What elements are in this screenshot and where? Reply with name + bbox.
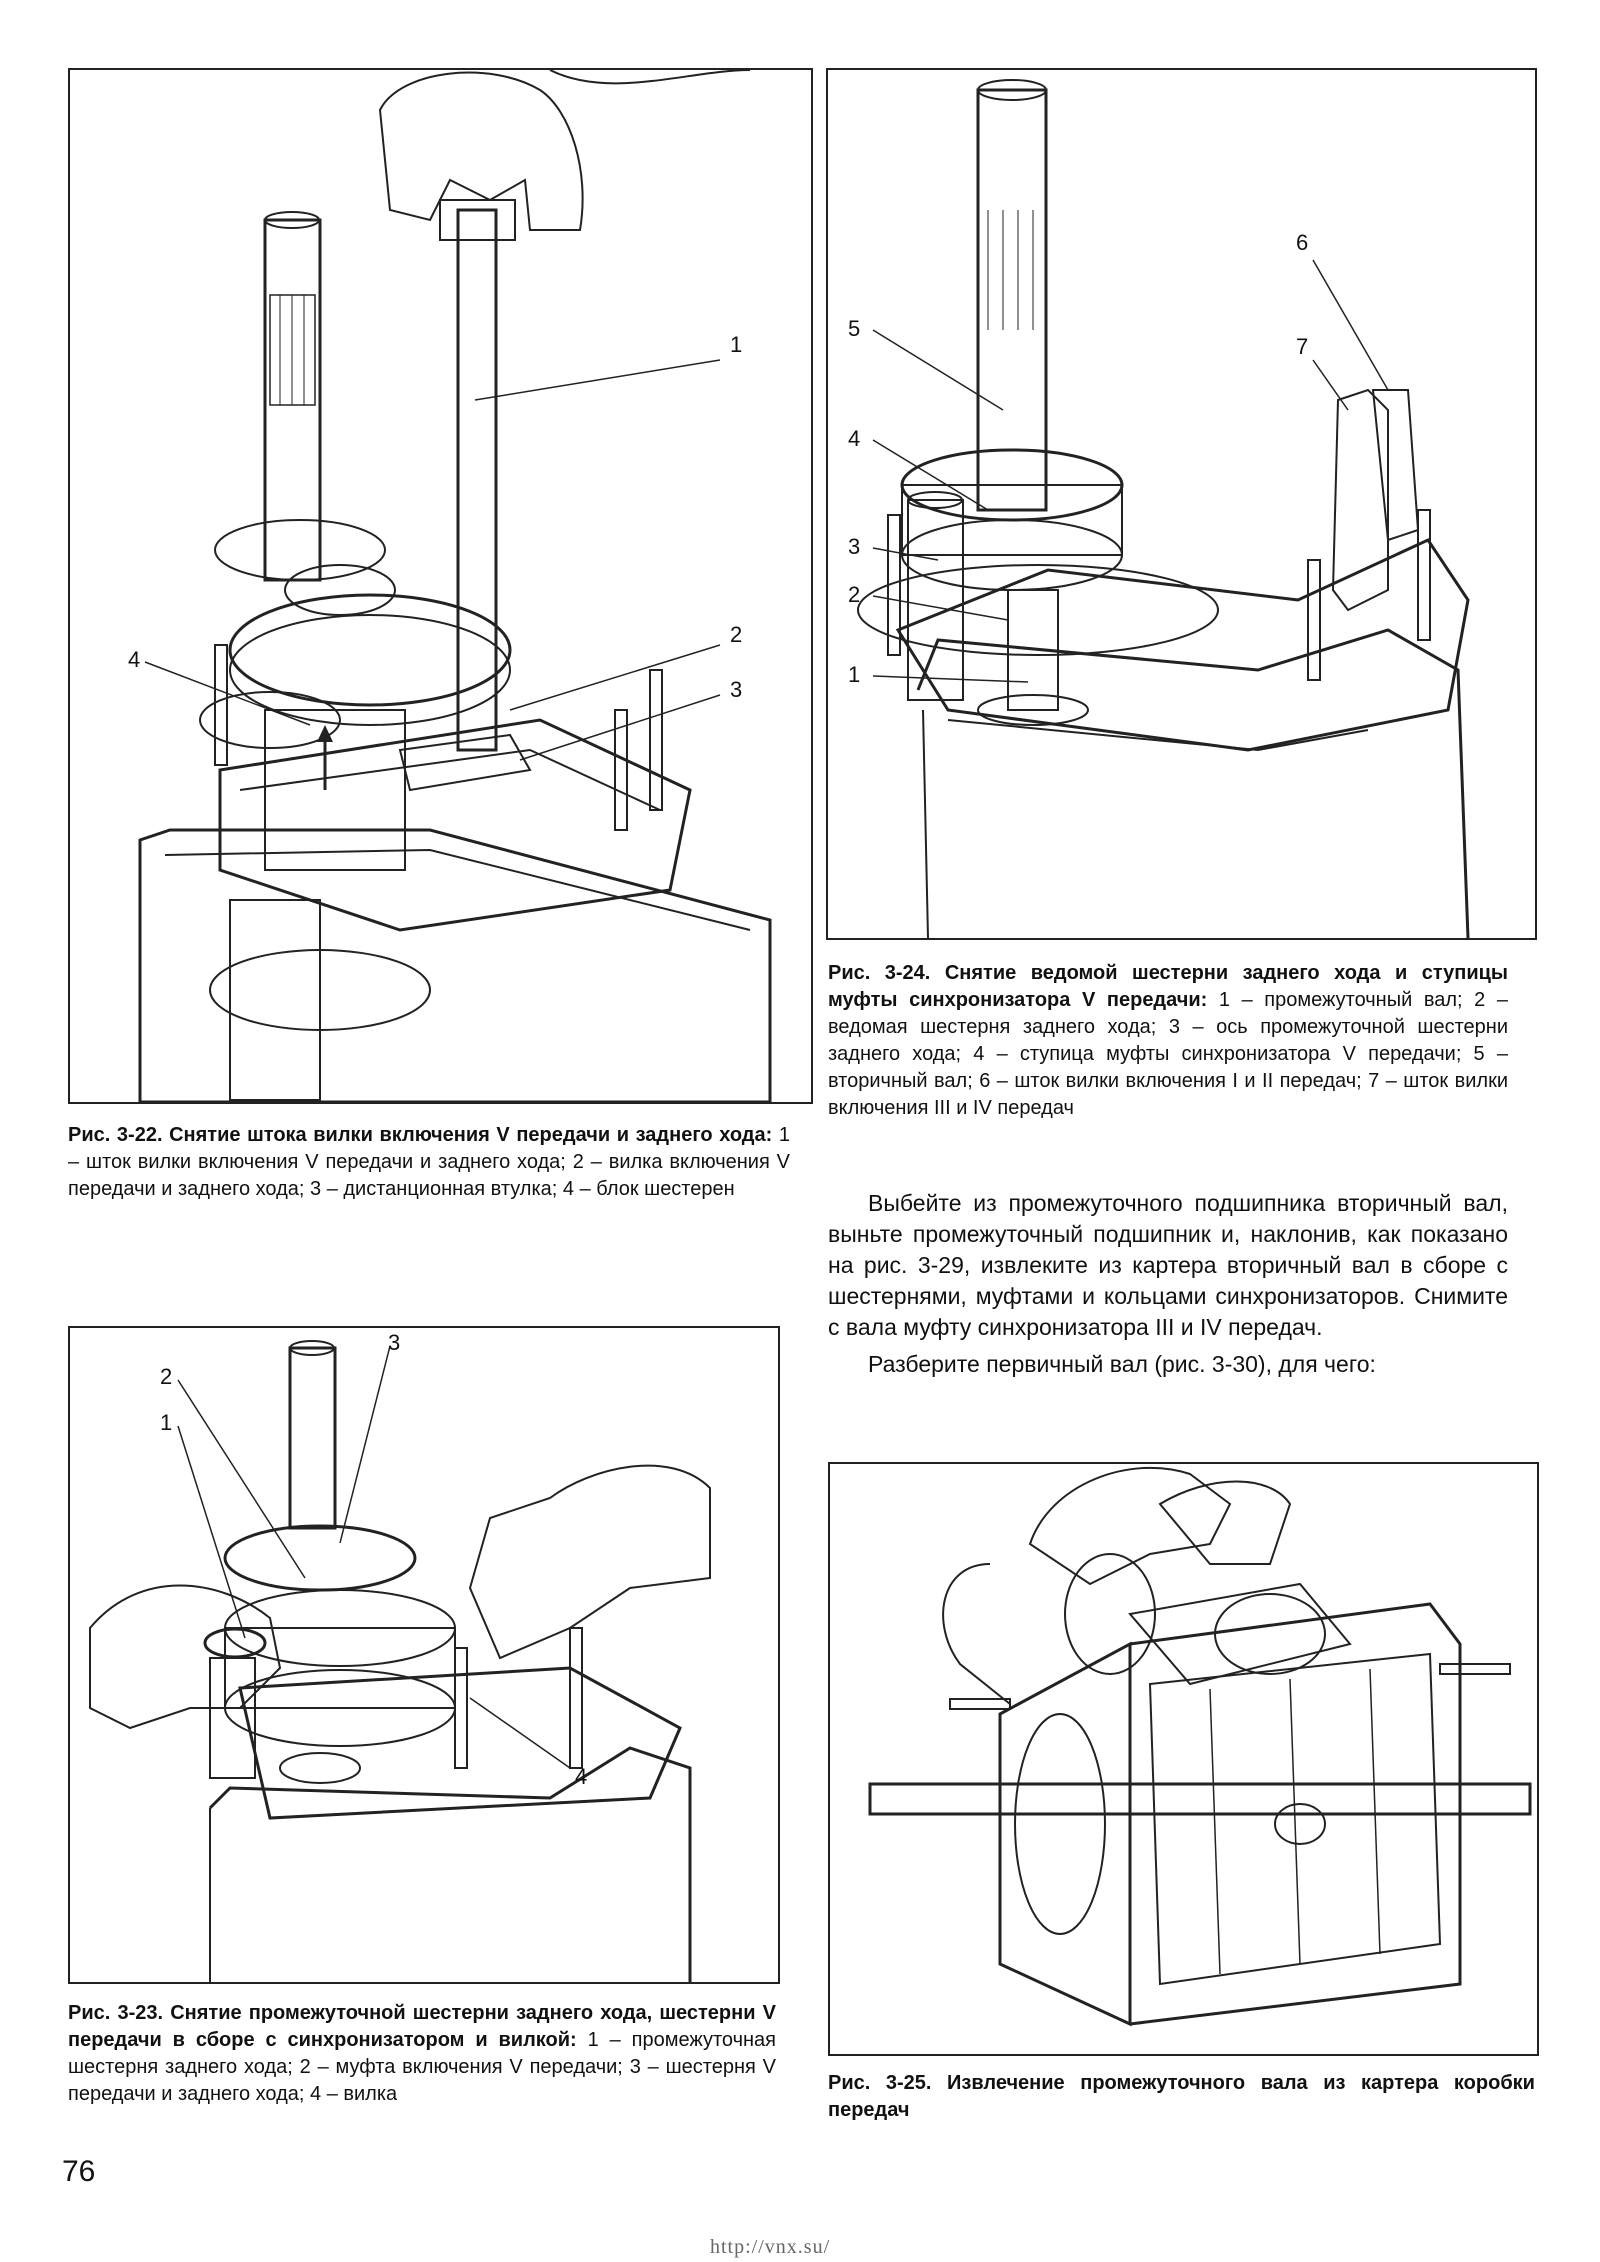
figure-3-25-title: Извлечение промежуточного вала из картер… <box>828 2072 1535 2121</box>
figure-3-22-callout-1: 1 <box>730 332 742 357</box>
paragraph-2: Разберите первичный вал (рис. 3-30), для… <box>868 1351 1376 1377</box>
figure-3-23-illustration: 2 1 3 4 <box>89 1330 711 1982</box>
figure-3-23-caption: Рис. 3-23. Снятие промежуточной шестерни… <box>68 2000 776 2108</box>
figure-3-24-callout-7: 7 <box>1296 334 1308 359</box>
figure-3-23-callout-1: 1 <box>160 1410 172 1435</box>
figure-3-24-callout-2: 2 <box>848 582 860 607</box>
figure-3-24: 5 4 3 2 1 6 7 <box>826 68 1537 940</box>
figure-3-25-illustration <box>868 1466 1532 2027</box>
page-number: 76 <box>62 2155 96 2188</box>
figure-3-25 <box>828 1462 1539 2056</box>
figure-3-23-callout-2: 2 <box>160 1364 172 1389</box>
figure-3-23-callout-4: 4 <box>575 1764 587 1789</box>
figure-3-22-label: Рис. 3-22. <box>68 1124 163 1146</box>
figure-3-22-caption: Рис. 3-22. Снятие штока вилки включения … <box>68 1122 790 1203</box>
footer-url[interactable]: http://vnx.su/ <box>710 2236 831 2258</box>
figure-3-24-callout-5: 5 <box>848 316 860 341</box>
figure-3-23-callout-3: 3 <box>388 1330 400 1355</box>
figure-3-24-callout-4: 4 <box>848 426 860 451</box>
figure-3-23: 2 1 3 4 <box>68 1326 780 1984</box>
figure-3-24-caption: Рис. 3-24. Снятие ведомой шестерни задне… <box>828 960 1508 1122</box>
figure-3-22-callout-3: 3 <box>730 677 742 702</box>
figure-3-22: 1 2 3 4 <box>68 68 813 1104</box>
figure-3-24-callout-6: 6 <box>1296 230 1308 255</box>
figure-3-22-description: 1 – шток вилки включения V передачи и за… <box>68 1124 790 1200</box>
figure-3-24-illustration: 5 4 3 2 1 6 7 <box>848 79 1470 938</box>
paragraph-1: Выбейте из промежуточного подшипника вто… <box>828 1190 1508 1340</box>
figure-3-22-callout-2: 2 <box>730 622 742 647</box>
figure-3-24-callout-1: 1 <box>848 662 860 687</box>
figure-3-24-description: 1 – промежуточный вал; 2 – ведомая шесте… <box>828 989 1508 1119</box>
figure-3-25-label: Рис. 3-25. <box>828 2072 932 2094</box>
figure-3-23-description: 1 – промежуточная шестерня заднего хода;… <box>68 2029 776 2105</box>
figure-3-22-title: Снятие штока вилки включения V передачи … <box>169 1124 773 1146</box>
figure-3-22-illustration: 1 2 3 4 <box>128 70 772 1102</box>
figure-3-23-label: Рис. 3-23. <box>68 2002 164 2024</box>
figure-3-24-callout-3: 3 <box>848 534 860 559</box>
figure-3-25-caption: Рис. 3-25. Извлечение промежуточного вал… <box>828 2070 1535 2124</box>
figure-3-24-title: Снятие ведомой шестерни заднего хода и с… <box>828 962 1508 1011</box>
figure-3-23-title: Снятие промежуточной шестерни заднего хо… <box>68 2002 776 2051</box>
figure-3-24-label: Рис. 3-24. <box>828 962 931 984</box>
figure-3-22-callout-4: 4 <box>128 647 140 672</box>
body-text: Выбейте из промежуточного подшипника вто… <box>828 1188 1508 1380</box>
